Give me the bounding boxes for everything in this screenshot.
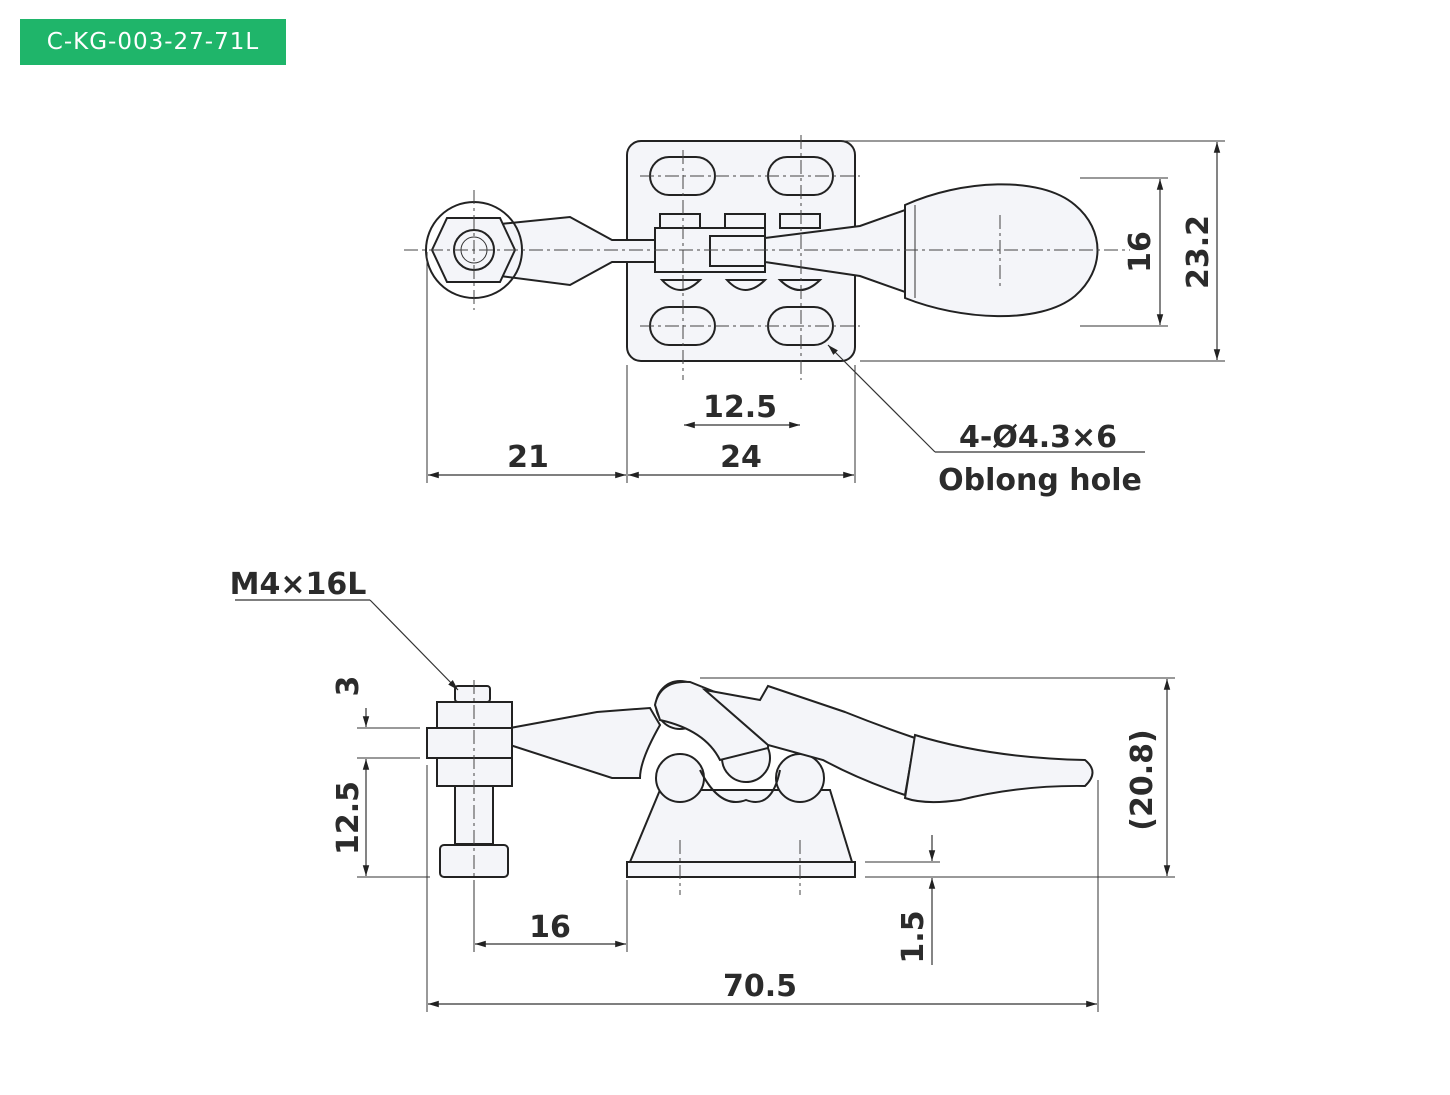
pivot-curve [777, 279, 823, 291]
pivot-curve [724, 279, 768, 291]
top-view: 21 24 12.5 16 23.2 4-Ø4.3×6 Oblong hole [404, 135, 1225, 498]
pivot-pin [655, 753, 705, 803]
pivot-pin [775, 753, 825, 803]
dim-16-label: 16 [1123, 231, 1158, 273]
hinge-block [659, 213, 701, 229]
dim-1-5-label: 1.5 [896, 910, 931, 963]
clamp-arm [509, 706, 662, 779]
dim-12-5-side-label: 12.5 [331, 781, 366, 855]
hinge-block [779, 213, 821, 229]
side-view: M4×16L 3 12.5 16 70.5 1.5 (20.8) [230, 567, 1175, 1012]
dim-12-5-label: 12.5 [703, 390, 777, 425]
dim-16-side-label: 16 [529, 910, 571, 945]
dim-70-5-label: 70.5 [723, 969, 797, 1004]
side-base [626, 861, 856, 878]
hole-callout-line1: 4-Ø4.3×6 [959, 420, 1117, 455]
dim-23-2-label: 23.2 [1181, 215, 1216, 289]
model-code-label: C-KG-003-27-71L [46, 29, 260, 55]
dim-20-8-label: (20.8) [1125, 729, 1160, 830]
hinge-block [724, 213, 766, 229]
dim-24-label: 24 [720, 440, 762, 475]
dim-21-label: 21 [507, 440, 549, 475]
side-body [628, 789, 854, 863]
model-code-badge: C-KG-003-27-71L [20, 19, 286, 65]
bolt-callout-label: M4×16L [230, 567, 367, 602]
pivot-curve [659, 279, 703, 291]
arm-end [426, 727, 513, 759]
hole-callout-line2: Oblong hole [938, 463, 1142, 498]
link-plate [709, 235, 766, 267]
handle-grip [903, 733, 1094, 804]
dim-3-label: 3 [331, 676, 366, 697]
handle-grip [904, 183, 1099, 318]
bolt-top [454, 685, 491, 703]
